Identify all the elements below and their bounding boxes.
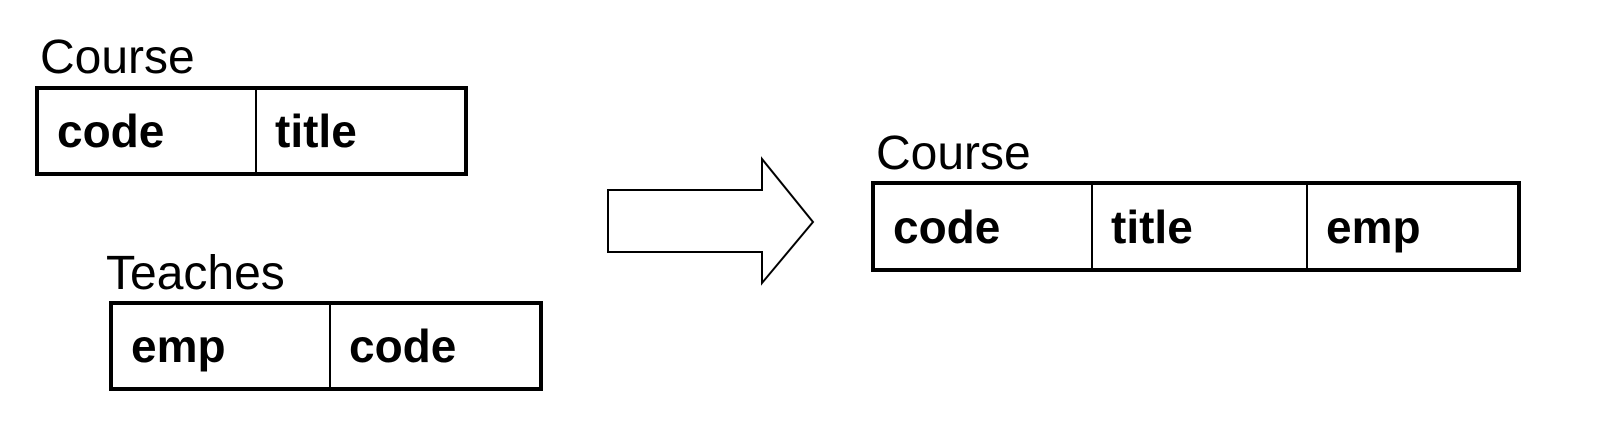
merged-course-table-title: Course (876, 127, 1031, 180)
course-field-code: code (57, 105, 165, 157)
merged-course-table: code title emp (871, 181, 1521, 272)
right-arrow-icon (607, 156, 815, 286)
course-table: code title (35, 86, 468, 176)
teaches-table-title: Teaches (106, 247, 285, 300)
teaches-field-emp: emp (131, 320, 226, 372)
merged-field-code: code (893, 200, 1001, 253)
merged-field-emp: emp (1306, 185, 1517, 268)
course-field-title: title (255, 90, 464, 172)
course-table-title: Course (40, 31, 195, 84)
teaches-table: emp code (109, 301, 543, 391)
merged-field-title: title (1091, 185, 1306, 268)
teaches-field-code: code (329, 305, 539, 387)
